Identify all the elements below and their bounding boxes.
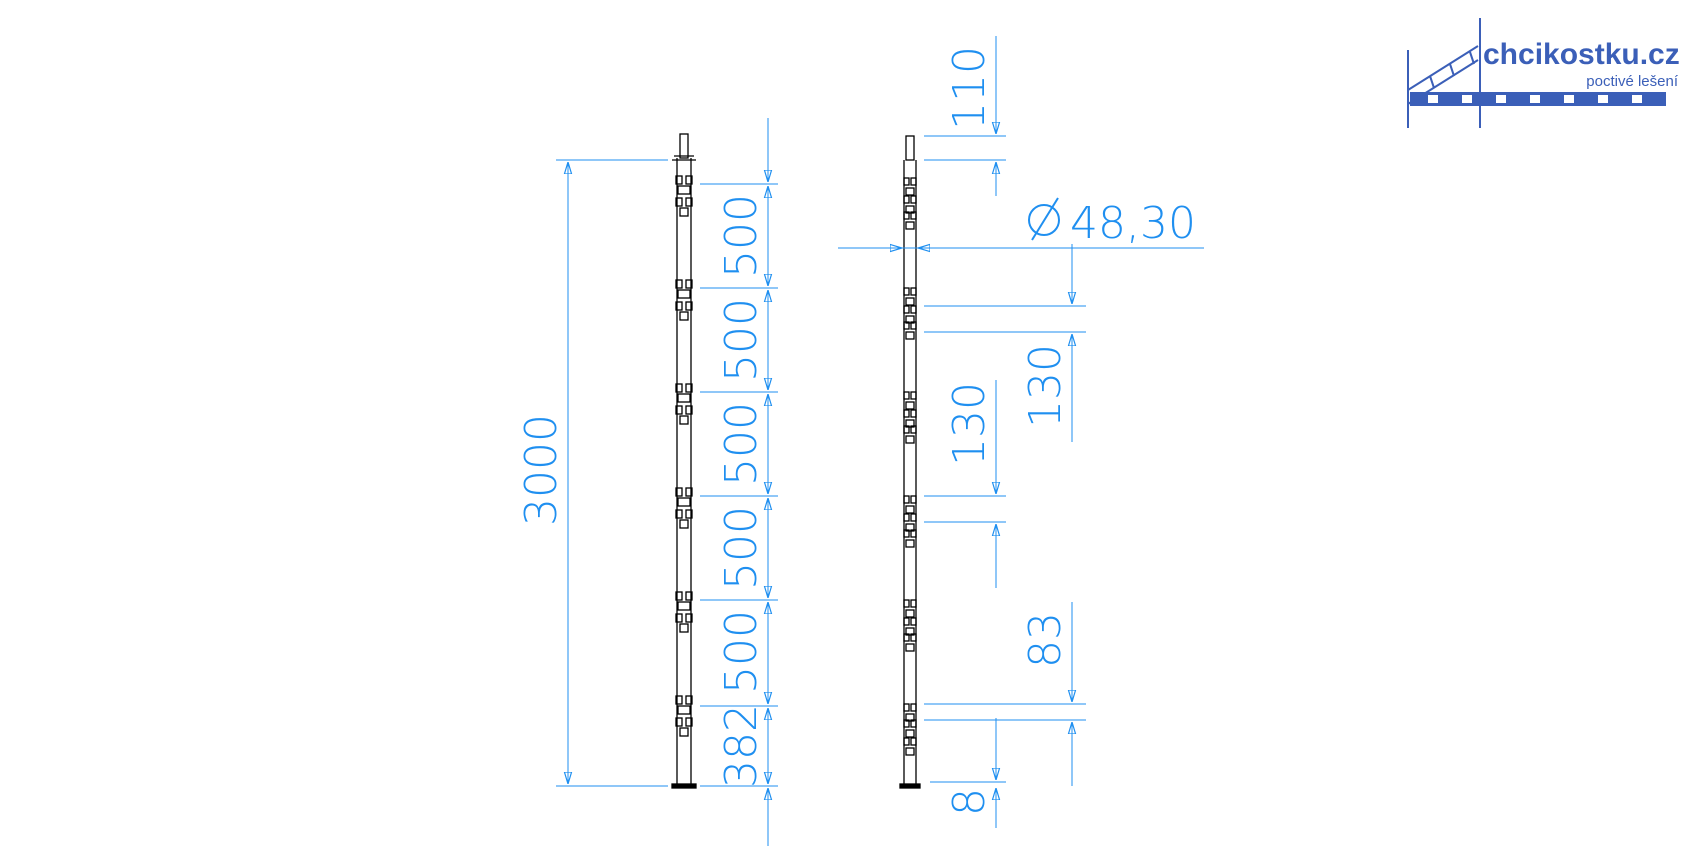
right-rosette-14 [903,617,917,636]
logo-brand: chcikostku.cz [1483,38,1680,71]
right-top-spigot [905,135,915,161]
right-rosette-15 [903,633,917,652]
overall-height-label: 3000 [516,414,567,526]
right-rosette-6 [903,321,917,340]
right-standard-view [899,135,921,789]
right-dimension-labels: 110 130 130 83 8 48,30 [944,46,1196,816]
right-rosette-3 [903,211,917,230]
segment-3-label: 500 [716,402,767,486]
logo-tagline: poctivé lešení [1586,73,1679,90]
right-rosette-1 [903,177,917,196]
bottom-segment-label: 382 [716,704,767,788]
left-rosette-3 [675,383,693,425]
company-logo: chcikostku.cz poctivé lešení [1407,18,1680,128]
segment-5-label: 500 [716,610,767,694]
right-rosettes [903,177,917,756]
right-rosette-2 [903,195,917,214]
bottom-rosette-gap-label: 83 [1020,612,1071,668]
left-base-plate [671,783,697,789]
left-rosettes [675,175,693,737]
right-base-plate [899,783,921,789]
left-rosette-1 [675,175,693,217]
right-rosette-4 [903,287,917,306]
right-rosette-8 [903,409,917,428]
diameter-symbol-icon [1028,197,1060,241]
right-rosette-5 [903,305,917,324]
right-rosette-17 [903,719,917,738]
segment-4-label: 500 [716,506,767,590]
right-rosette-13 [903,599,917,618]
right-rosette-10 [903,495,917,514]
right-dimensions [838,36,1204,828]
left-top-spigot [679,133,689,159]
left-top-fitting [672,155,696,161]
left-rosette-2 [675,279,693,321]
segment-2-label: 500 [716,298,767,382]
right-rosette-18 [903,737,917,756]
left-dimension-labels: 3000 500 500 500 500 500 382 [516,194,767,788]
scaffold-logo-icon [1407,18,1666,128]
right-rosette-7 [903,391,917,410]
rosette-gap-a-label: 130 [944,382,995,466]
left-rosette-5 [675,591,693,633]
right-rosette-11 [903,513,917,532]
left-rosette-4 [675,487,693,529]
base-plate-label: 8 [944,788,995,816]
right-rosette-12 [903,529,917,548]
right-rosette-16 [903,703,917,722]
right-rosette-9 [903,425,917,444]
diameter-label: 48,30 [1070,198,1196,249]
segment-1-label: 500 [716,194,767,278]
left-rosette-6 [675,695,693,737]
rosette-gap-b-label: 130 [1020,344,1071,428]
left-standard-view [671,133,697,789]
top-spigot-label: 110 [944,46,995,130]
left-dimensions [556,118,778,846]
